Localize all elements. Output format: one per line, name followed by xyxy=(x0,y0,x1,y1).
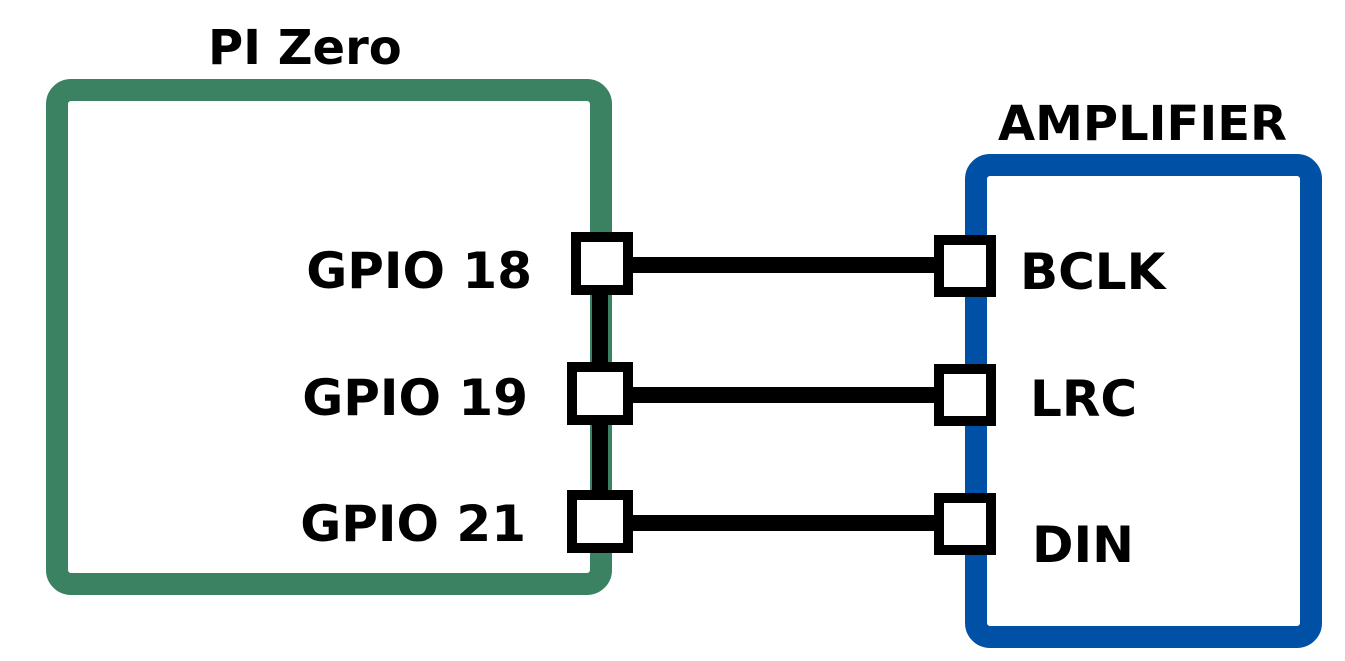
wire-din xyxy=(628,515,938,531)
label-gpio-18: GPIO 18 xyxy=(306,242,532,300)
gpio-bus-line-lower xyxy=(592,420,608,495)
label-gpio-21: GPIO 21 xyxy=(300,495,526,553)
label-lrc: LRC xyxy=(1030,370,1137,428)
label-din: DIN xyxy=(1032,516,1134,574)
pi-zero-title: PI Zero xyxy=(208,20,402,76)
pin-bclk xyxy=(934,235,996,297)
pin-lrc xyxy=(934,364,996,426)
pin-din xyxy=(934,493,996,555)
wire-lrc xyxy=(628,387,938,403)
pin-gpio-19 xyxy=(567,362,633,425)
pin-gpio-21 xyxy=(567,490,633,553)
label-bclk: BCLK xyxy=(1020,243,1168,301)
gpio-bus-line-upper xyxy=(592,290,608,364)
amplifier-board xyxy=(965,154,1322,648)
amplifier-title: AMPLIFIER xyxy=(998,96,1287,152)
pin-gpio-18 xyxy=(571,232,633,295)
label-gpio-19: GPIO 19 xyxy=(302,369,528,427)
wire-bclk xyxy=(628,257,938,273)
